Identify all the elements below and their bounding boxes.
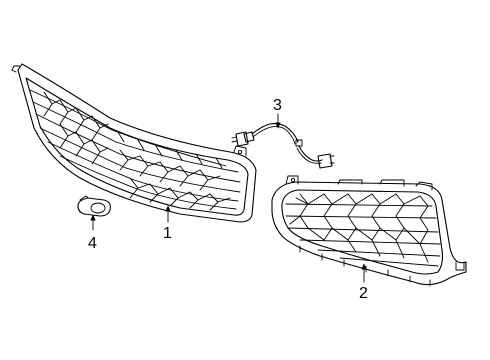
callout-2: 2 — [359, 285, 368, 302]
wiring-harness-part-3 — [231, 123, 335, 169]
grille-2-cells — [289, 193, 429, 263]
grille-1-slats — [29, 89, 241, 210]
callout-4: 4 — [88, 235, 97, 252]
grille-part-2 — [271, 175, 467, 287]
leader-lines — [90, 113, 367, 283]
callout-3: 3 — [273, 97, 282, 114]
grille-part-1 — [11, 63, 257, 223]
grille-1-cells — [43, 91, 231, 211]
grille-2-slats — [285, 203, 441, 267]
callout-1: 1 — [163, 225, 172, 242]
sensor-bracket-part-4 — [77, 195, 111, 217]
